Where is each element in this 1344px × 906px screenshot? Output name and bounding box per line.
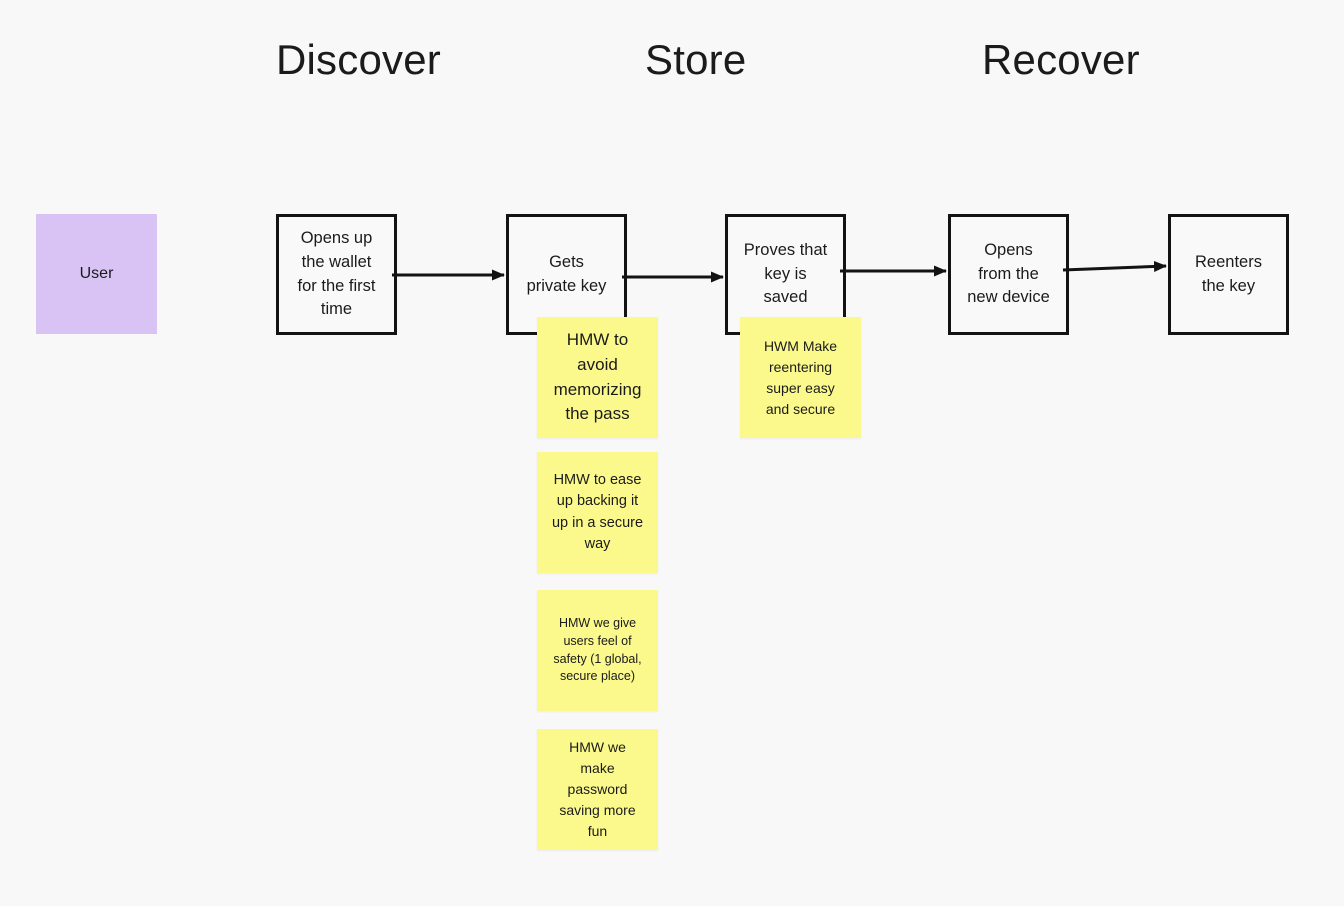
step-label: Gets private key bbox=[526, 252, 607, 295]
sticky-text: HMW we make password saving more fun bbox=[559, 739, 636, 839]
step-reenters-key[interactable]: Reenters the key bbox=[1168, 214, 1289, 335]
sticky-text: HMW to avoid memorizing the pass bbox=[553, 330, 642, 424]
step-opens-new-device[interactable]: Opens from the new device bbox=[948, 214, 1069, 335]
sticky-text: HMW to ease up backing it up in a secure… bbox=[551, 472, 644, 552]
sticky-reentering-easy[interactable]: HWM Make reentering super easy and secur… bbox=[740, 317, 861, 438]
phase-label-discover[interactable]: Discover bbox=[276, 36, 441, 83]
sticky-password-fun[interactable]: HMW we make password saving more fun bbox=[537, 729, 658, 850]
step-label: Opens up the wallet for the first time bbox=[297, 228, 376, 319]
phase-label-recover[interactable]: Recover bbox=[982, 36, 1140, 83]
sticky-avoid-memorizing[interactable]: HMW to avoid memorizing the pass bbox=[537, 317, 658, 438]
step-label: Opens from the new device bbox=[967, 240, 1050, 307]
sticky-ease-backup[interactable]: HMW to ease up backing it up in a secure… bbox=[537, 452, 658, 573]
arrow-device-to-reenters[interactable] bbox=[1062, 260, 1167, 272]
step-proves-key-saved[interactable]: Proves that key is saved bbox=[725, 214, 846, 335]
step-label: Reenters the key bbox=[1195, 252, 1262, 295]
step-label: Proves that key is saved bbox=[743, 240, 828, 307]
phase-label-store[interactable]: Store bbox=[645, 36, 747, 83]
user-actor-label: User bbox=[79, 265, 114, 282]
user-actor-card[interactable]: User bbox=[36, 214, 157, 334]
step-opens-wallet[interactable]: Opens up the wallet for the first time bbox=[276, 214, 397, 335]
sticky-feel-of-safety[interactable]: HMW we give users feel of safety (1 glob… bbox=[537, 590, 658, 711]
sticky-text: HWM Make reentering super easy and secur… bbox=[763, 337, 838, 417]
sticky-text: HMW we give users feel of safety (1 glob… bbox=[553, 616, 642, 684]
step-gets-private-key[interactable]: Gets private key bbox=[506, 214, 627, 335]
